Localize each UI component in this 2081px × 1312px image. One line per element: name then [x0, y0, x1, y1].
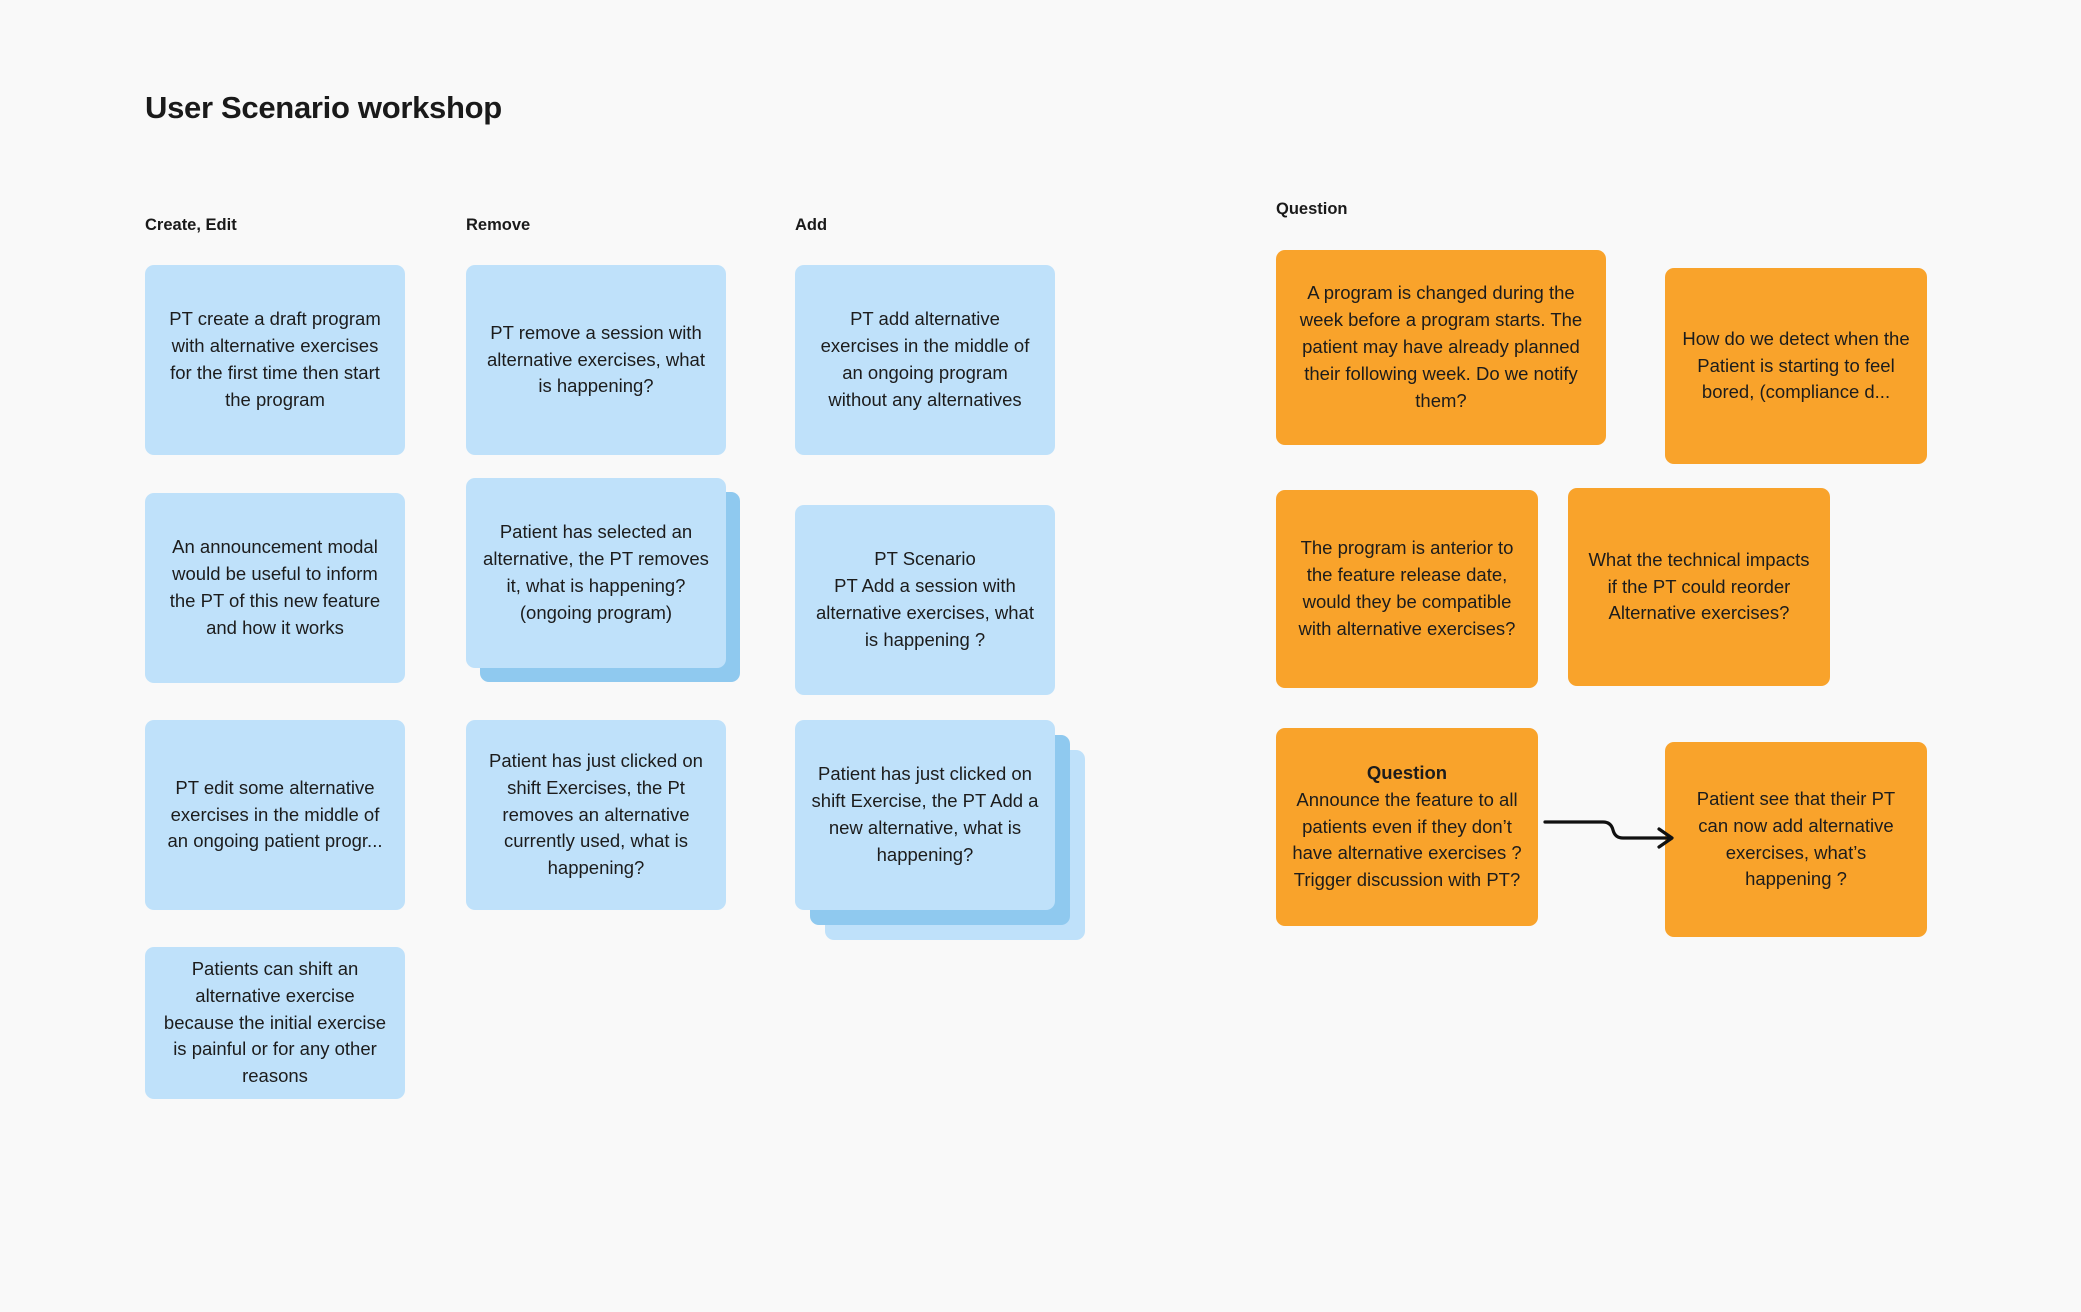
sticky-note-text: PT edit some alternative exercises in th…: [167, 776, 383, 852]
sticky-note-text: Patient has just clicked on shift Exerci…: [489, 749, 703, 879]
sticky-note-text: How do we detect when the Patient is sta…: [1682, 327, 1910, 403]
sticky-note-label: Question: [1366, 761, 1448, 783]
sticky-note-pt-edit-alternative[interactable]: PT edit some alternative exercises in th…: [145, 720, 405, 910]
sticky-note-text: What the technical impacts if the PT cou…: [1588, 548, 1810, 624]
sticky-note-text: Patient see that their PT can now add al…: [1696, 787, 1896, 890]
connector-arrow-announce-to-patient: [1543, 820, 1674, 849]
sticky-note-patient-selected-alternative[interactable]: Patient has selected an alternative, the…: [466, 478, 726, 668]
column-heading-create-edit: Create, Edit: [145, 216, 237, 234]
sticky-note-technical-impacts-reorder[interactable]: What the technical impacts if the PT cou…: [1568, 488, 1830, 686]
sticky-note-patient-clicked-shift-exercise-add[interactable]: Patient has just clicked on shift Exerci…: [795, 720, 1055, 910]
sticky-note-program-anterior-release-date[interactable]: The program is anterior to the feature r…: [1276, 490, 1538, 688]
column-heading-question: Question: [1276, 200, 1348, 218]
column-heading-add: Add: [795, 216, 828, 234]
sticky-note-program-changed-notify[interactable]: A program is changed during the week bef…: [1276, 250, 1606, 445]
sticky-note-announce-feature-question[interactable]: Question Announce the feature to all pat…: [1276, 728, 1538, 926]
sticky-note-text: The program is anterior to the feature r…: [1298, 537, 1516, 639]
sticky-note-announcement-modal[interactable]: An announcement modal would be useful to…: [145, 493, 405, 683]
sticky-note-patients-can-shift[interactable]: Patients can shift an alternative exerci…: [145, 947, 405, 1099]
sticky-note-text: An announcement modal would be useful to…: [169, 536, 381, 638]
sticky-note-text: Patient has just clicked on shift Exerci…: [811, 763, 1039, 865]
sticky-note-stack-patient-selected-alternative[interactable]: Patient has selected an alternative, the…: [466, 478, 740, 682]
sticky-note-pt-scenario-add-session[interactable]: PT Scenario PT Add a session with altern…: [795, 505, 1055, 695]
sticky-note-text: Announce the feature to all patients eve…: [1292, 788, 1522, 891]
sticky-note-pt-add-alternative-ongoing[interactable]: PT add alternative exercises in the midd…: [795, 265, 1055, 455]
sticky-note-patient-clicked-shift-exercises-remove[interactable]: Patient has just clicked on shift Exerci…: [466, 720, 726, 910]
sticky-note-text: Patients can shift an alternative exerci…: [163, 957, 387, 1087]
sticky-note-create-draft-program[interactable]: PT create a draft program with alternati…: [145, 265, 405, 455]
page-title: User Scenario workshop: [145, 90, 502, 125]
sticky-note-text: PT create a draft program with alternati…: [169, 308, 381, 410]
sticky-note-stack-patient-clicked-shift-exercise-add[interactable]: Patient has just clicked on shift Exerci…: [795, 720, 1085, 940]
sticky-note-patient-see-pt-can-add[interactable]: Patient see that their PT can now add al…: [1665, 742, 1927, 937]
sticky-note-text: PT add alternative exercises in the midd…: [820, 308, 1030, 410]
sticky-note-text: PT Scenario PT Add a session with altern…: [816, 548, 1034, 650]
sticky-note-text: A program is changed during the week bef…: [1299, 282, 1583, 411]
sticky-note-text: PT remove a session with alternative exe…: [487, 321, 705, 397]
column-heading-remove: Remove: [466, 216, 531, 234]
sticky-note-detect-patient-bored[interactable]: How do we detect when the Patient is sta…: [1665, 268, 1927, 464]
sticky-note-pt-remove-session[interactable]: PT remove a session with alternative exe…: [466, 265, 726, 455]
sticky-note-text: Patient has selected an alternative, the…: [483, 521, 709, 623]
